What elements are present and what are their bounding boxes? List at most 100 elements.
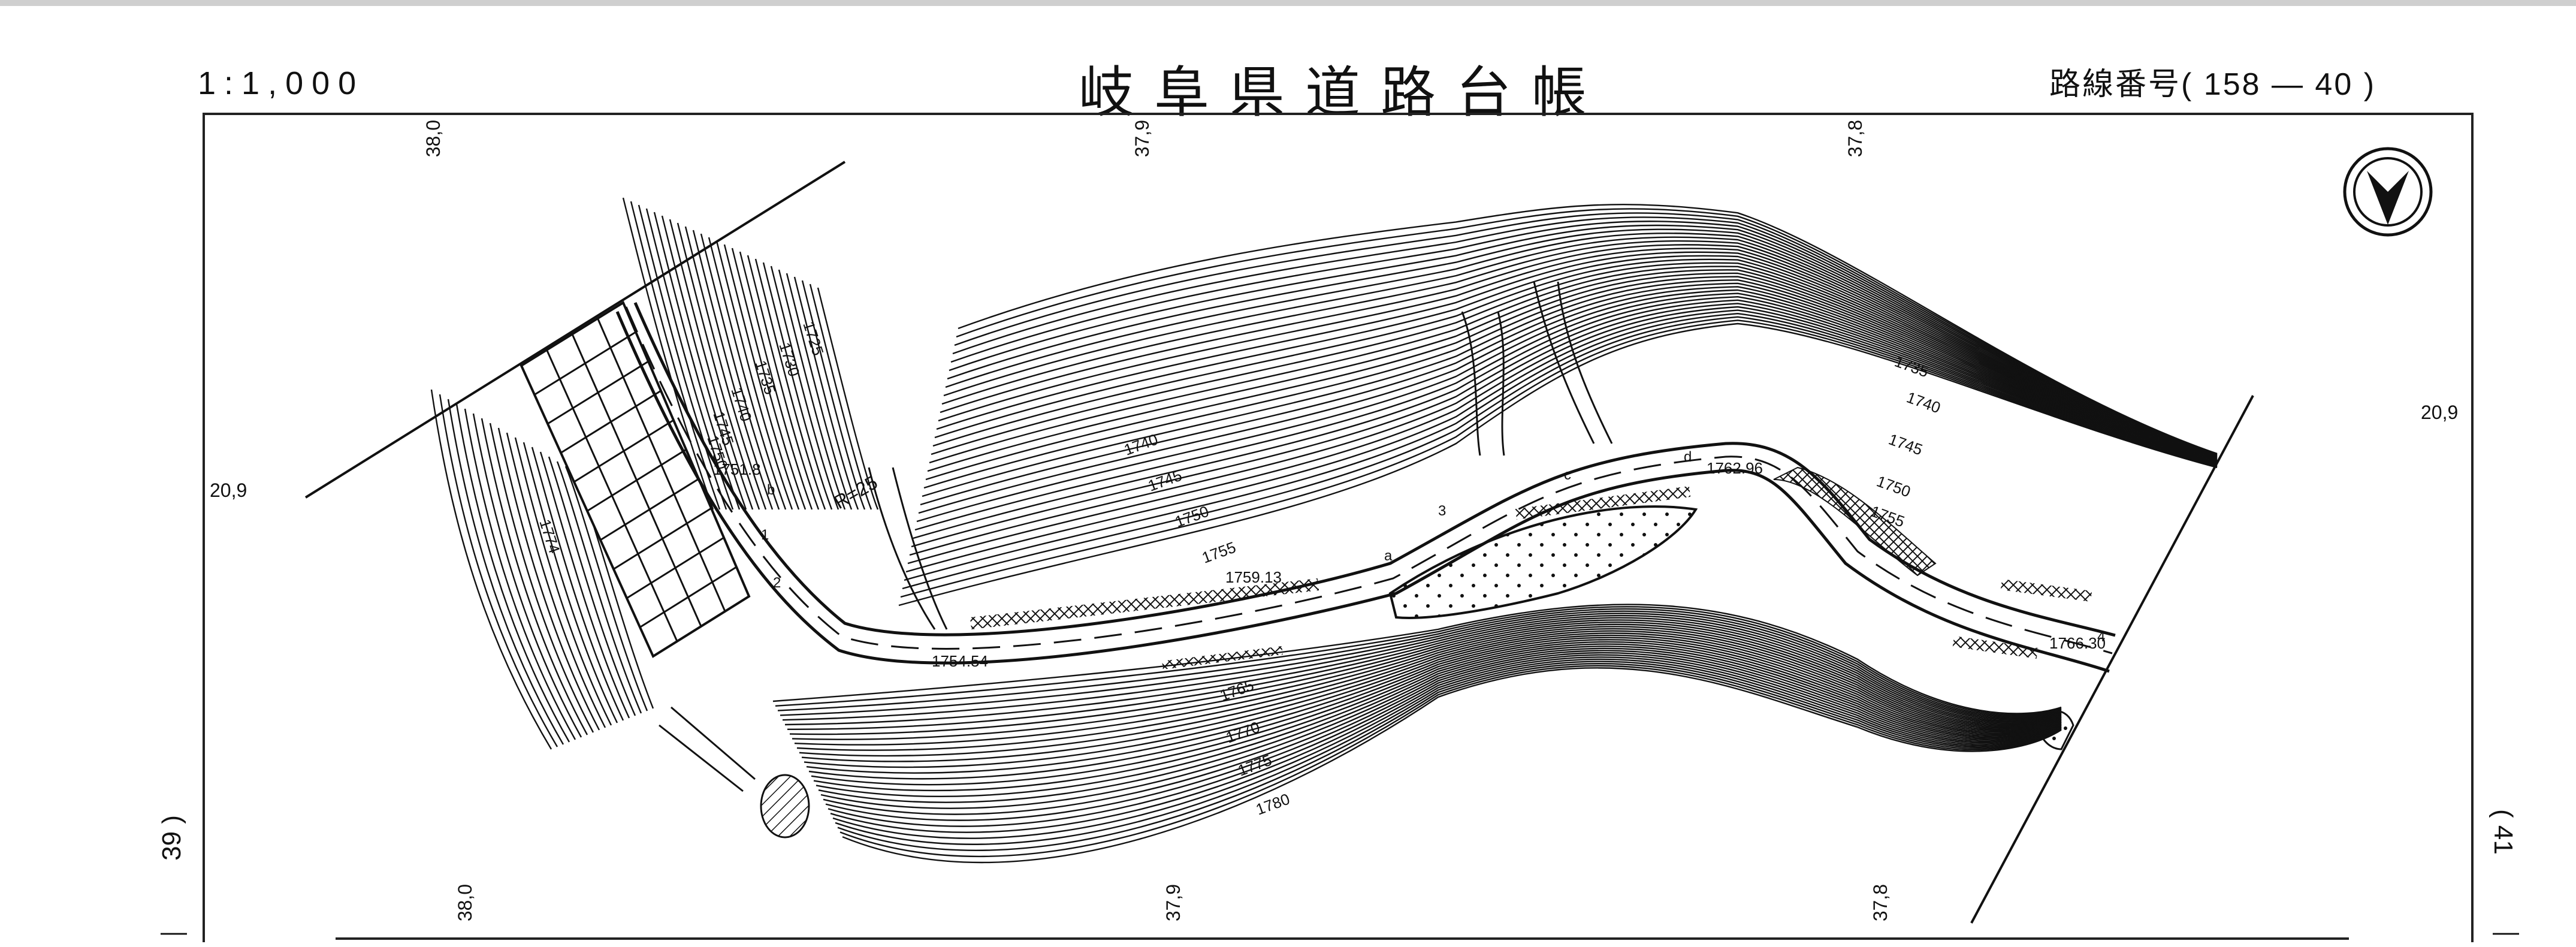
contour-line	[938, 248, 2218, 459]
contour-line	[945, 233, 2218, 457]
point-mark: c	[1564, 467, 1571, 483]
contour-line	[934, 255, 2218, 460]
contour-line	[925, 272, 2218, 481]
contour-line	[806, 634, 2062, 774]
contour-line	[952, 216, 2218, 456]
gully-features	[659, 281, 1613, 792]
contour-line	[780, 610, 2062, 718]
contour-line	[531, 447, 624, 721]
contour-line	[914, 292, 2218, 531]
contour-line	[523, 442, 618, 723]
point-mark: b	[767, 482, 775, 498]
contour-line	[954, 212, 2218, 456]
contour-line	[837, 662, 2062, 852]
contour-line	[677, 222, 760, 510]
contour-line	[794, 623, 2062, 746]
map-bottom-rule	[336, 937, 2349, 940]
route-number-label: 路線番号	[2049, 67, 2182, 102]
contour-line	[913, 295, 2218, 539]
contour-line	[772, 604, 2062, 714]
contour-line	[787, 617, 2062, 731]
contour-line	[684, 226, 767, 510]
contour-line	[958, 204, 2218, 455]
contour-line	[923, 276, 2218, 489]
contour-line	[922, 279, 2218, 497]
route-number: 路線番号( 158 — 40 )	[2049, 59, 2376, 104]
contour-line	[830, 656, 2062, 833]
contour-line	[777, 608, 2062, 717]
contour-line	[801, 280, 866, 510]
contour-line	[778, 269, 846, 510]
fill-area-small	[2036, 710, 2074, 750]
contour-line	[828, 654, 2062, 827]
contour-line	[902, 316, 2218, 590]
contour-line	[817, 287, 879, 510]
contour-label: 1774	[536, 517, 563, 556]
contour-line	[801, 630, 2062, 762]
contour-line	[715, 240, 793, 510]
contour-line	[472, 413, 582, 738]
contour-line	[809, 284, 872, 510]
contour-line	[835, 661, 2062, 845]
contour-line	[932, 258, 2218, 460]
contour-line	[904, 312, 2218, 581]
contour-line	[909, 303, 2218, 556]
contour-label: 1775	[1236, 751, 1275, 780]
contour-line	[956, 208, 2218, 455]
contour-line	[708, 237, 787, 510]
grid-cell-line	[571, 333, 702, 627]
road	[615, 301, 2116, 673]
sheet-top-edge	[0, 0, 2576, 6]
adjacent-sheet-right-dash: —	[2493, 917, 2519, 946]
grid-label-left-209: 20,9	[210, 479, 247, 501]
contour-line	[630, 201, 721, 510]
contour-line	[842, 667, 2062, 864]
contour-line	[898, 322, 2218, 607]
contour-line	[940, 244, 2218, 459]
grid-cell-line	[597, 318, 726, 612]
elevation-label: 1754.54	[932, 652, 988, 670]
contour-line	[941, 240, 2218, 459]
contour-line	[947, 228, 2218, 457]
contour-line	[506, 432, 606, 728]
contour-line	[949, 224, 2218, 457]
contour-line	[950, 221, 2218, 456]
contour-label: 1750	[1173, 502, 1212, 531]
contour-line	[811, 639, 2062, 786]
contour-line	[564, 466, 648, 711]
contour-line	[804, 632, 2062, 768]
contour-line	[692, 230, 774, 510]
contour-line	[907, 306, 2218, 565]
contour-line	[784, 614, 2062, 726]
contour-line	[464, 408, 576, 740]
contour-line	[514, 437, 612, 726]
adjacent-sheet-right: ( 41	[2489, 809, 2518, 855]
grid-cell-line	[546, 349, 678, 642]
contour-line	[747, 255, 820, 510]
contour-line	[839, 665, 2062, 858]
contour-label: 1755	[1200, 538, 1239, 567]
contour-line	[808, 637, 2062, 780]
contour-group-lower	[772, 604, 2062, 864]
contour-line	[927, 269, 2218, 472]
contour-line	[792, 621, 2062, 740]
contour-line	[943, 236, 2218, 458]
point-mark: d	[1684, 449, 1692, 465]
contour-line	[911, 299, 2218, 548]
contour-line	[455, 403, 570, 743]
contour-line	[918, 286, 2218, 514]
contour-line	[497, 427, 600, 731]
contour-line	[700, 233, 780, 510]
point-mark: 4	[2097, 629, 2105, 645]
contour-line	[447, 399, 564, 745]
fill-area	[1388, 505, 1698, 619]
contour-line	[825, 652, 2062, 821]
point-mark: 3	[1438, 503, 1446, 519]
contour-group-upper	[898, 204, 2218, 607]
contour-line	[548, 456, 636, 716]
route-number-value: ( 158 — 40 )	[2181, 67, 2376, 102]
contour-line	[723, 244, 800, 510]
contour-line	[929, 266, 2218, 464]
contour-line	[439, 394, 558, 747]
contour-line	[916, 289, 2218, 523]
